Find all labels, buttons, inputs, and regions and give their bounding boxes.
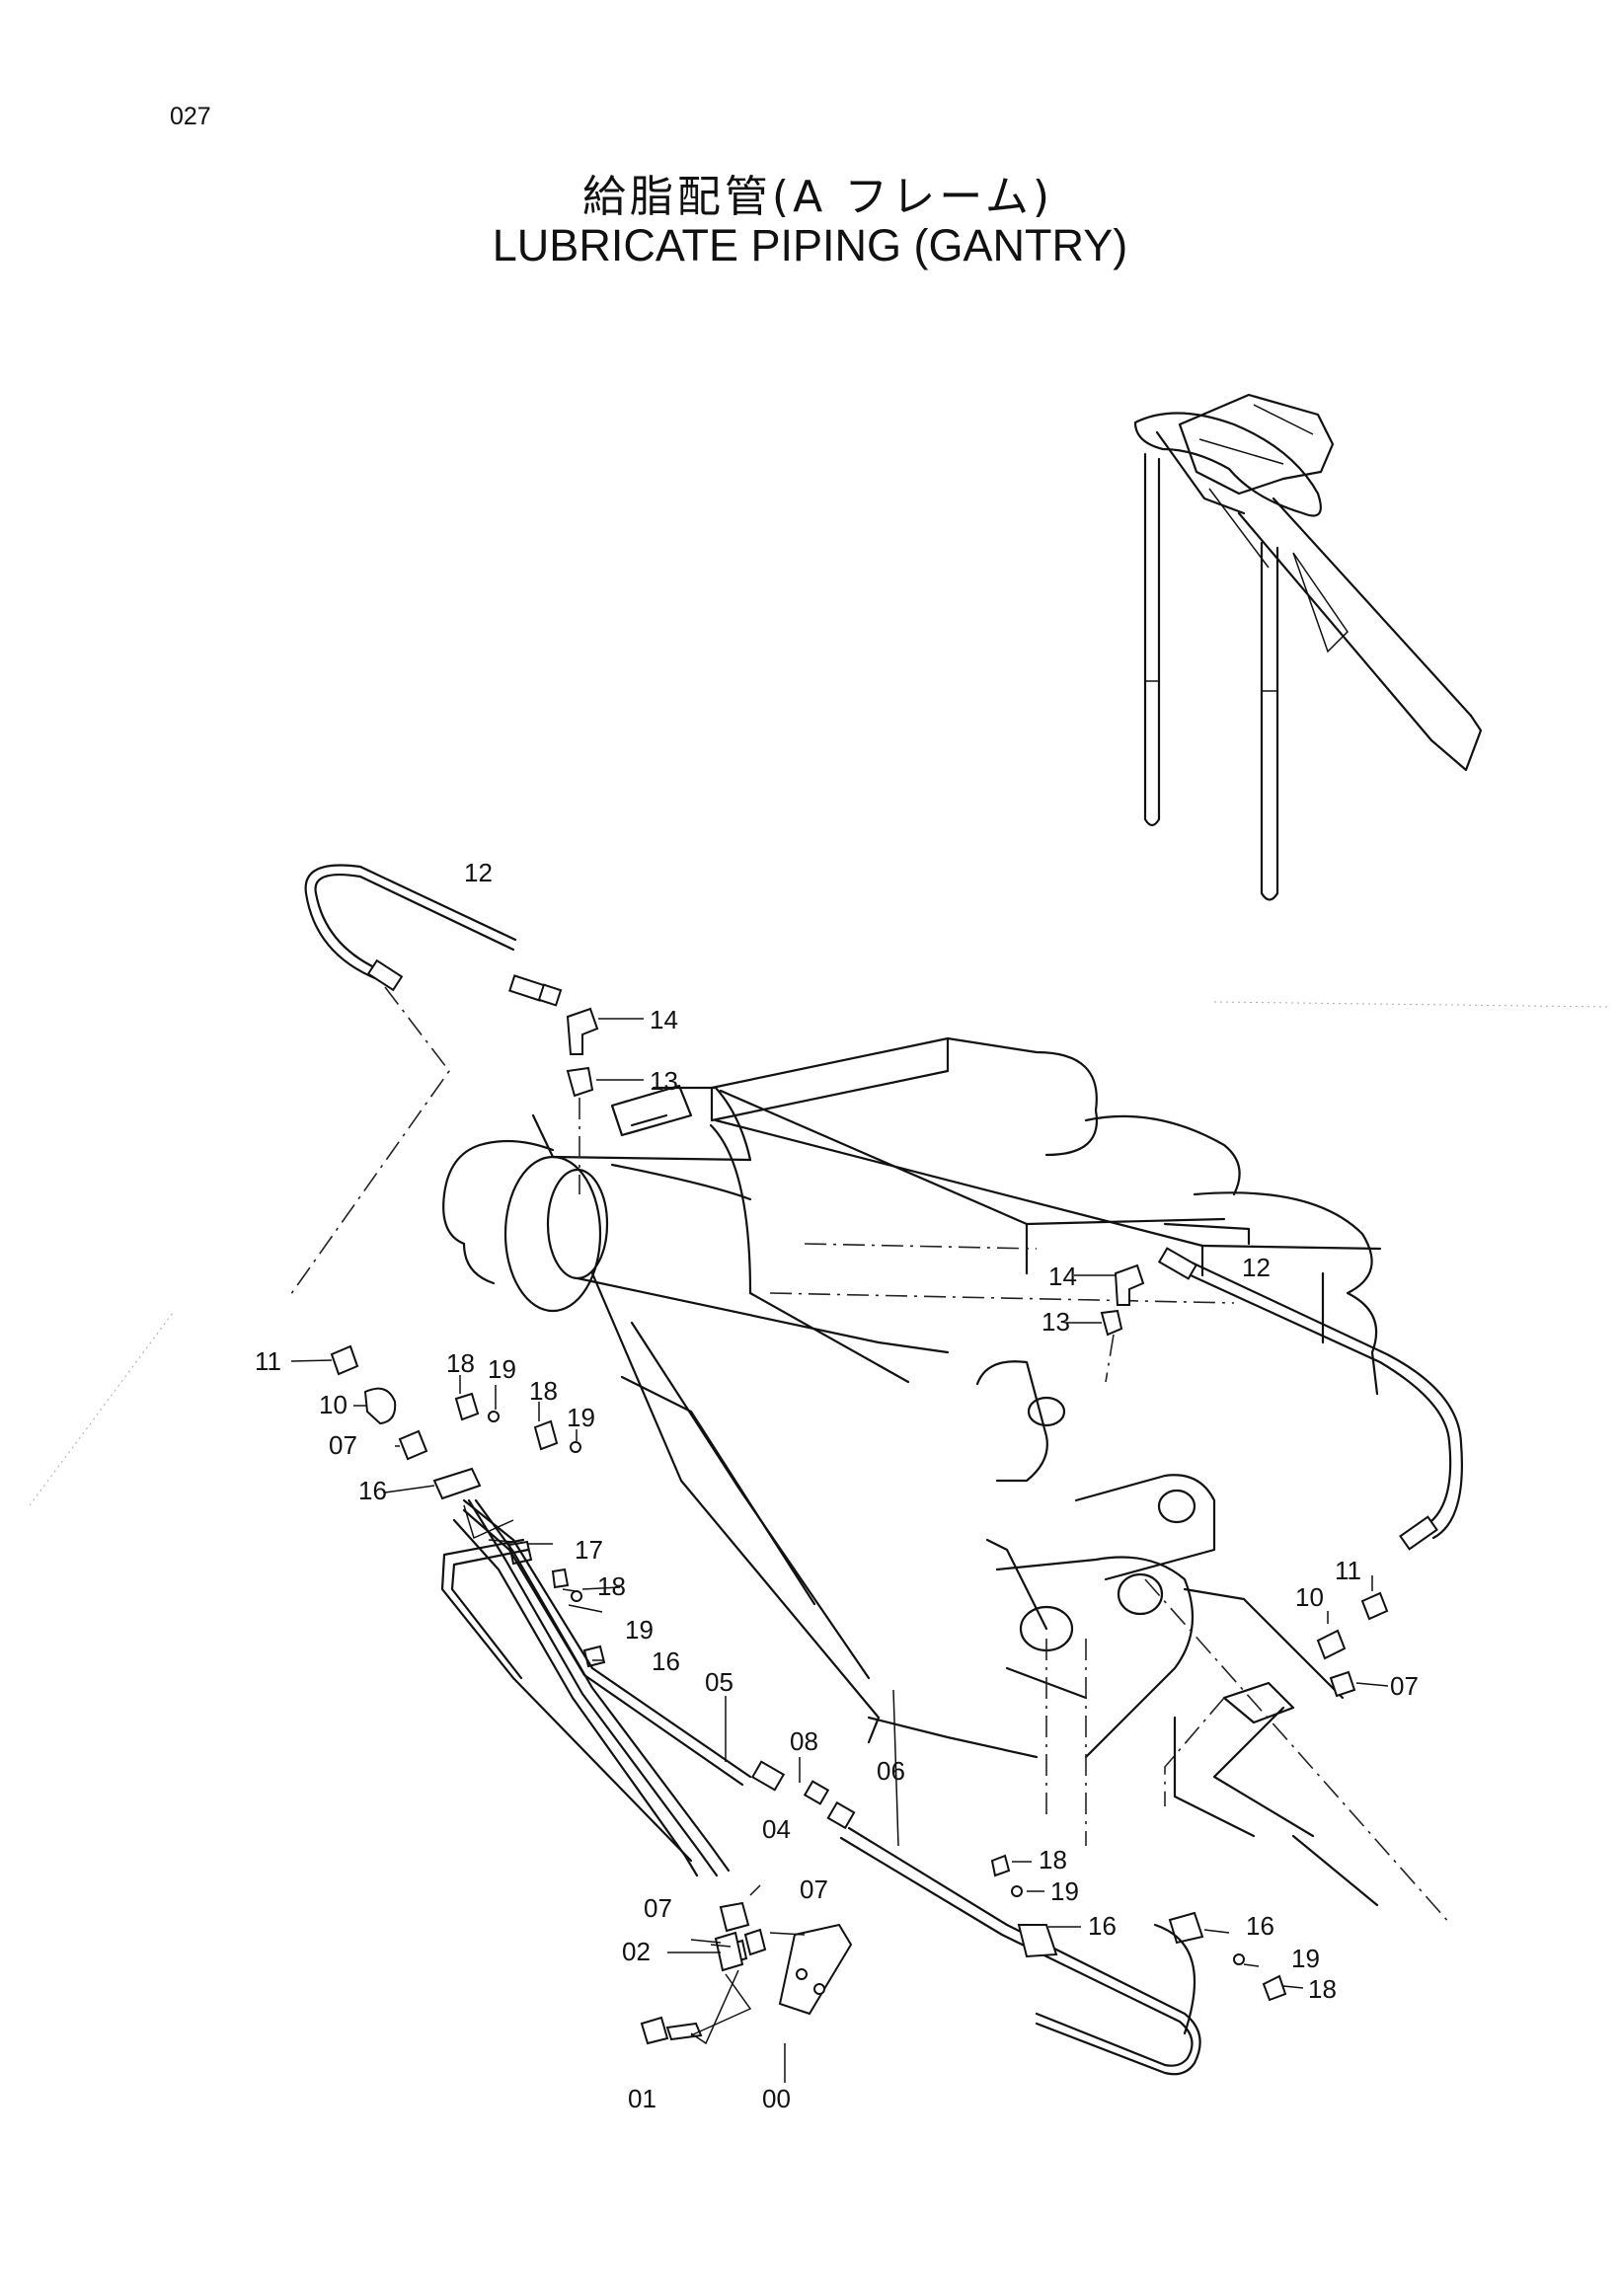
hose-12-right bbox=[1066, 1247, 1463, 1698]
callout-07d: 07 bbox=[1390, 1671, 1419, 1701]
callout-07c: 07 bbox=[644, 1893, 672, 1923]
callout-11b: 11 bbox=[1335, 1556, 1361, 1585]
callout-labels: 12 14 13 14 12 13 11 10 07 18 19 18 19 1… bbox=[255, 858, 1419, 2113]
callout-18c: 18 bbox=[597, 1571, 626, 1601]
callout-11a: 11 bbox=[255, 1346, 281, 1376]
callout-14a: 14 bbox=[650, 1005, 678, 1034]
callout-19d: 19 bbox=[1050, 1876, 1079, 1906]
page-title-japanese: 給脂配管(A フレーム) bbox=[581, 172, 1054, 222]
callout-19a: 19 bbox=[488, 1354, 516, 1384]
callout-18a: 18 bbox=[446, 1348, 475, 1378]
callout-14b: 14 bbox=[1048, 1262, 1077, 1291]
callout-13b: 13 bbox=[1041, 1307, 1070, 1337]
hose-12-upper-left bbox=[287, 864, 644, 1299]
callout-17: 17 bbox=[575, 1535, 603, 1565]
callout-16d: 16 bbox=[1246, 1911, 1274, 1941]
callout-10a: 10 bbox=[319, 1390, 347, 1419]
callout-01: 01 bbox=[628, 2084, 656, 2113]
callout-18d: 18 bbox=[1039, 1845, 1067, 1875]
callout-02: 02 bbox=[622, 1937, 651, 1966]
callout-05: 05 bbox=[705, 1667, 733, 1697]
callout-16c: 16 bbox=[1088, 1911, 1117, 1941]
callout-16a: 16 bbox=[358, 1476, 387, 1505]
lube-tubes bbox=[440, 1498, 1304, 2083]
callout-07b: 07 bbox=[800, 1875, 828, 1904]
callout-18e: 18 bbox=[1308, 1974, 1337, 2004]
callout-18b: 18 bbox=[529, 1376, 558, 1406]
callout-06: 06 bbox=[877, 1756, 905, 1786]
callout-10b: 10 bbox=[1295, 1582, 1324, 1612]
callout-00: 00 bbox=[762, 2084, 791, 2113]
callout-07a: 07 bbox=[329, 1430, 357, 1460]
callout-13a: 13 bbox=[650, 1066, 678, 1096]
callout-19e: 19 bbox=[1291, 1944, 1320, 1973]
location-thumbnail bbox=[1133, 393, 1483, 901]
callout-04: 04 bbox=[762, 1814, 791, 1844]
page-number: 027 bbox=[170, 103, 211, 130]
callout-19c: 19 bbox=[625, 1615, 654, 1645]
callout-12a: 12 bbox=[464, 858, 493, 887]
callout-16b: 16 bbox=[652, 1646, 680, 1676]
callout-12b: 12 bbox=[1242, 1253, 1271, 1282]
callout-08: 08 bbox=[790, 1726, 818, 1756]
callout-19b: 19 bbox=[567, 1403, 595, 1432]
page-title-english: LUBRICATE PIPING (GANTRY) bbox=[492, 220, 1128, 270]
